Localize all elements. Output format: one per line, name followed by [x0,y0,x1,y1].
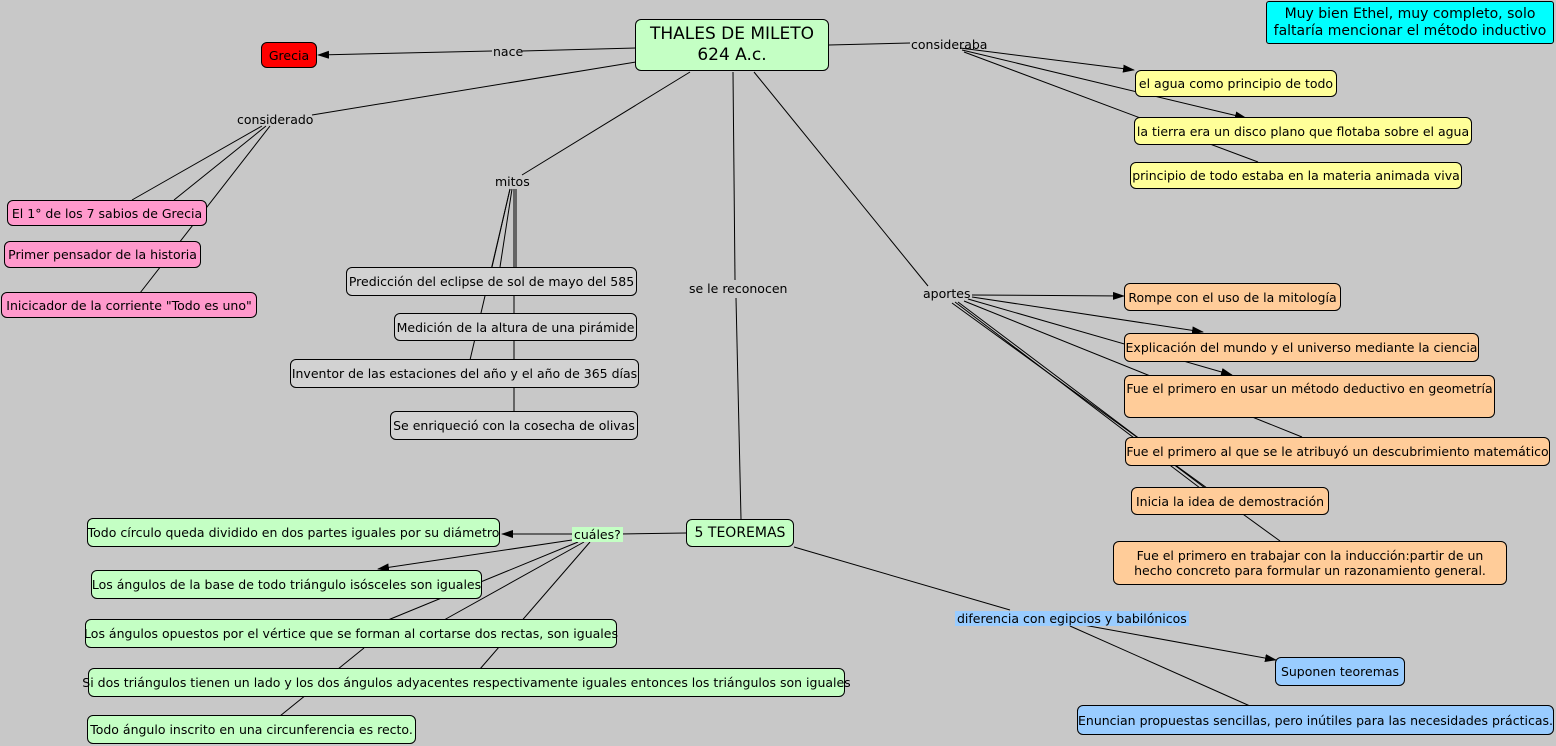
line-diferencia-enuncian [1069,625,1251,707]
line-main-aportes [753,71,929,287]
line-cuales-t2 [377,539,573,572]
node-enuncian[interactable]: Enuncian propuestas sencillas, pero inút… [1077,705,1554,735]
comment-note-text: Muy bien Ethel, muy completo, solo falta… [1273,5,1547,39]
link-label-reconocen: se le reconocen [689,281,788,296]
comment-note: Muy bien Ethel, muy completo, solo falta… [1266,1,1554,44]
line-diferencia-suponen [1077,623,1277,662]
node-eclipse-text: Predicción del eclipse de sol de mayo de… [348,274,635,289]
node-t1[interactable]: Todo círculo queda dividido en dos parte… [87,518,500,547]
link-label-consideraba: consideraba [911,37,988,52]
node-deductivo-text: Fue el primero en usar un método deducti… [1126,381,1493,396]
line-nace-grecia [317,50,493,59]
link-label-cuales: cuáles? [572,527,623,542]
line-main-nace [521,47,637,52]
line-main-reconocen [732,71,736,281]
link-label-mitos: mitos [495,174,530,189]
line-reconocen-teoremas [735,297,742,520]
node-agua-text: el agua como principio de todo [1138,76,1334,91]
node-eclipse[interactable]: Predicción del eclipse de sol de mayo de… [346,267,637,296]
line-aportes-explicacion [971,296,1204,335]
line-teoremas-cuales [619,532,687,535]
main-node-title: THALES DE MILETO [649,24,815,44]
node-t3[interactable]: Los ángulos opuestos por el vértice que … [84,619,618,648]
node-explicacion[interactable]: Explicación del mundo y el universo medi… [1124,333,1479,362]
node-t5-text: Todo ángulo inscrito en una circunferenc… [90,722,413,737]
node-materia[interactable]: principio de todo estaba en la materia a… [1130,162,1462,189]
line-main-considerado [311,61,637,116]
line-cuales-t3 [387,541,579,621]
node-estaciones[interactable]: Inventor de las estaciones del año y el … [290,359,639,388]
node-t5[interactable]: Todo ángulo inscrito en una circunferenc… [87,715,416,744]
node-agua[interactable]: el agua como principio de todo [1135,70,1337,97]
node-sabio[interactable]: El 1° de los 7 sabios de Grecia [7,200,207,226]
node-suponen-text: Suponen teoremas [1280,664,1400,679]
node-t4-text: Si dos triángulos tienen un lado y los d… [82,675,851,690]
line-main-mitos [521,71,691,176]
node-olivas[interactable]: Se enriqueció con la cosecha de olivas [390,411,638,440]
node-sabio-text: El 1° de los 7 sabios de Grecia [11,205,203,221]
node-explicacion-text: Explicación del mundo y el universo medi… [1125,340,1478,355]
link-label-nace: nace [493,44,524,59]
node-tierra[interactable]: la tierra era un disco plano que flotaba… [1134,117,1472,145]
link-label-considerado: considerado [237,112,314,127]
link-label-aportes: aportes [923,286,971,301]
node-enuncian-text: Enuncian propuestas sencillas, pero inút… [1078,712,1553,728]
node-iniciador[interactable]: Inicicador de la corriente "Todo es uno" [1,292,257,318]
node-t1-text: Todo círculo queda dividido en dos parte… [87,525,500,540]
node-mitologia-text: Rompe con el uso de la mitología [1128,289,1337,305]
link-label-diferencia: diferencia con egipcios y babilónicos [955,611,1189,626]
node-estaciones-text: Inventor de las estaciones del año y el … [291,366,638,381]
node-iniciador-text: Inicicador de la corriente "Todo es uno" [6,297,252,313]
line-aportes-mitologia [971,291,1125,300]
node-t3-text: Los ángulos opuestos por el vértice que … [84,626,618,641]
node-demostracion-text: Inicia la idea de demostración [1135,493,1325,509]
line-mitos-piramide [499,188,513,268]
node-demostracion[interactable]: Inicia la idea de demostración [1131,487,1329,515]
node-materia-text: principio de todo estaba en la materia a… [1132,168,1460,183]
node-mitologia[interactable]: Rompe con el uso de la mitología [1124,283,1341,311]
node-piramide-text: Medición de la altura de una pirámide [396,319,635,335]
node-induccion[interactable]: Fue el primero en trabajar con la inducc… [1113,541,1507,585]
node-deductivo[interactable]: Fue el primero en usar un método deducti… [1124,375,1495,418]
node-descubrimiento-text: Fue el primero al que se le atribuyó un … [1126,444,1549,459]
line-main-consideraba [828,42,911,46]
node-suponen[interactable]: Suponen teoremas [1275,657,1405,686]
line-considerado-sabio [131,125,263,201]
node-t4[interactable]: Si dos triángulos tienen un lado y los d… [82,668,851,697]
node-pensador-text: Primer pensador de la historia [8,247,197,262]
node-t2-text: Los ángulos de la base de todo triángulo… [91,577,482,592]
node-teoremas[interactable]: 5 TEOREMAS [686,519,794,547]
main-node-date: 624 A.c. [697,45,767,65]
node-piramide[interactable]: Medición de la altura de una pirámide [394,313,637,341]
line-cuales-t4 [443,541,585,621]
line-cuales-t5 [479,541,591,670]
line-consideraba-agua [959,47,1135,73]
node-grecia-text: Grecia [268,47,310,63]
main-node[interactable]: THALES DE MILETO 624 A.c. [635,19,829,71]
line-considerado-pensador [173,125,267,201]
node-tierra-text: la tierra era un disco plano que flotaba… [1136,123,1470,139]
node-pensador[interactable]: Primer pensador de la historia [4,241,201,268]
node-t2[interactable]: Los ángulos de la base de todo triángulo… [91,570,482,599]
node-olivas-text: Se enriqueció con la cosecha de olivas [393,418,635,433]
node-descubrimiento[interactable]: Fue el primero al que se le atribuyó un … [1125,437,1550,466]
node-grecia[interactable]: Grecia [261,42,317,68]
line-consideraba-tierra [961,49,1247,120]
node-teoremas-text: 5 TEOREMAS [694,524,786,541]
node-induccion-text: Fue el primero en trabajar con la inducc… [1134,548,1486,578]
line-aportes-deductivo [967,298,1233,376]
line-consideraba-materia [963,51,1259,163]
line-teoremas-diferencia [793,546,1011,611]
